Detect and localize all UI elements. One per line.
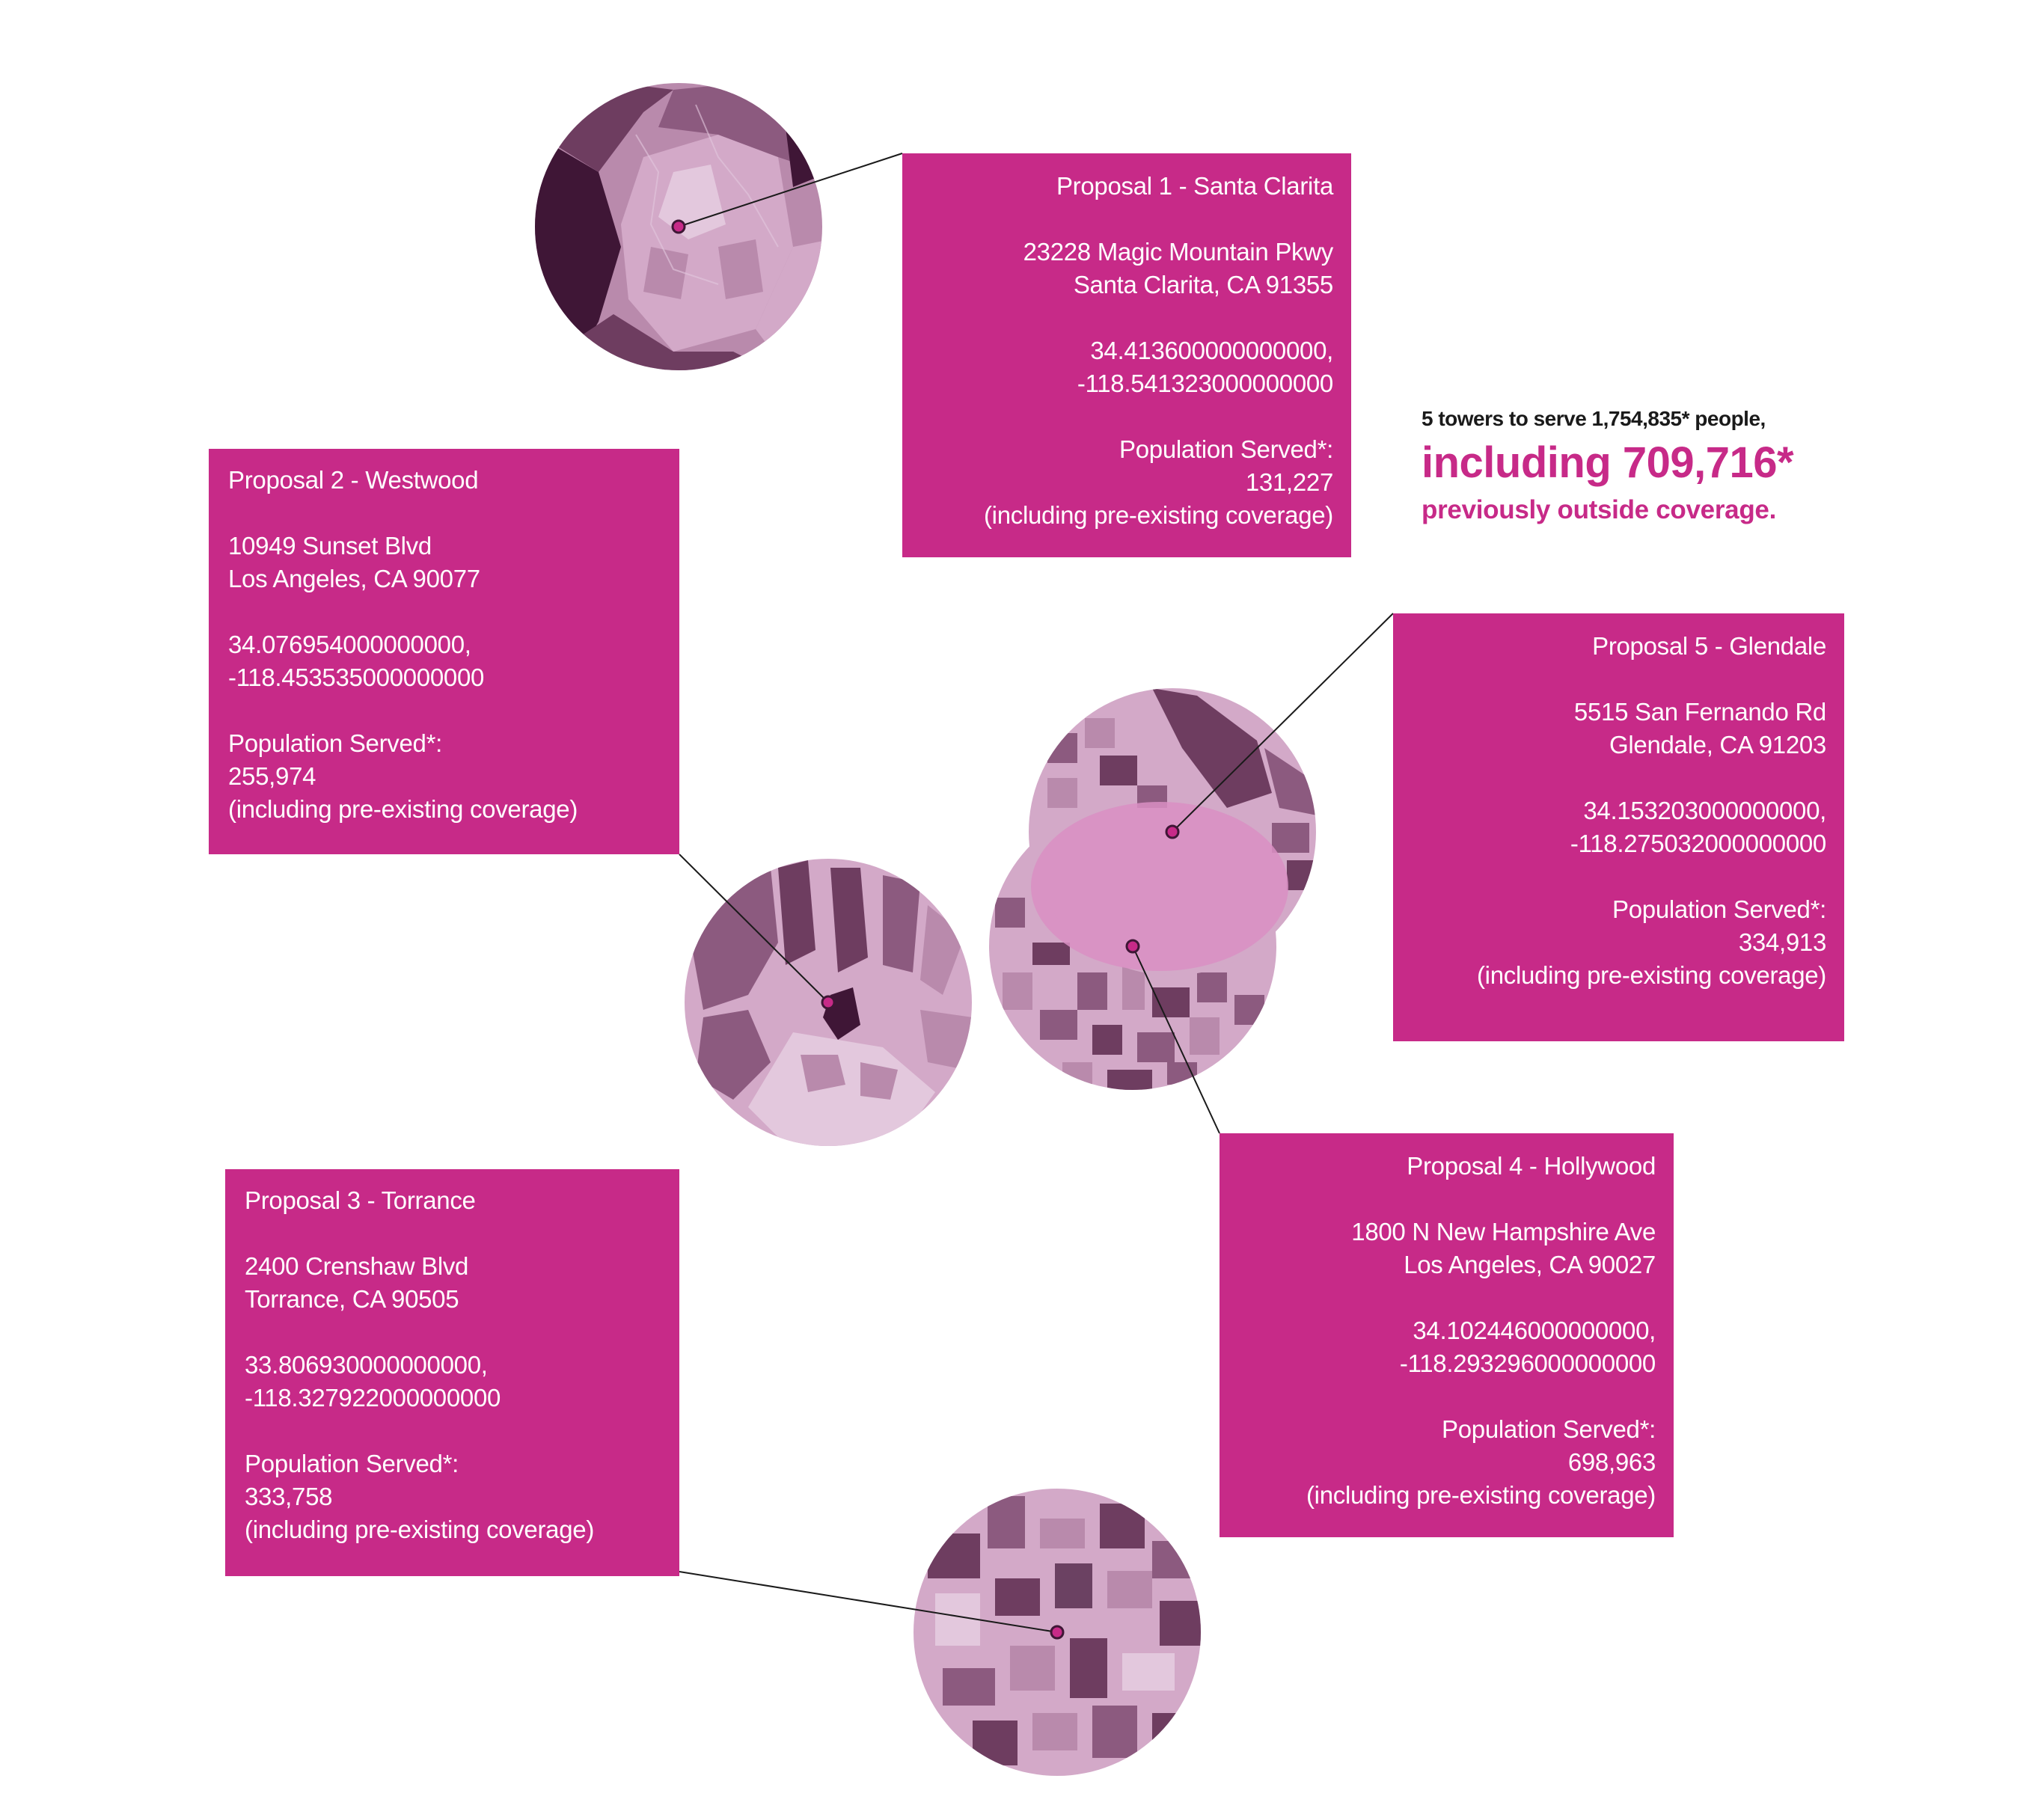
longitude: -118.327922000000000	[245, 1384, 501, 1412]
leader-line-5	[1172, 613, 1394, 833]
coverage-note: (including pre-existing coverage)	[245, 1516, 595, 1543]
longitude: -118.453535000000000	[228, 664, 485, 691]
population-value: 255,974	[228, 762, 316, 790]
population-label: Population Served*:	[1119, 435, 1333, 463]
population-value: 131,227	[1245, 468, 1333, 496]
address-line-1: 23228 Magic Mountain Pkwy	[1023, 238, 1334, 266]
population-value: 333,758	[245, 1483, 333, 1510]
coverage-note: (including pre-existing coverage)	[1476, 961, 1826, 989]
proposal-card-torrance: Proposal 3 - Torrance 2400 Crenshaw Blvd…	[225, 1169, 679, 1576]
tower-marker-hollywood[interactable]	[1125, 939, 1140, 954]
leader-line-2	[679, 854, 829, 1003]
population-label: Population Served*:	[1612, 895, 1826, 923]
tower-marker-torrance[interactable]	[1050, 1625, 1065, 1640]
leader-line-4	[1132, 946, 1220, 1134]
address-line-1: 5515 San Fernando Rd	[1573, 698, 1826, 726]
leader-line-1	[678, 153, 903, 227]
longitude: -118.293296000000000	[1399, 1349, 1656, 1377]
population-value: 334,913	[1738, 928, 1826, 956]
latitude: 34.413600000000000,	[1090, 337, 1333, 364]
address-line-1: 10949 Sunset Blvd	[228, 532, 432, 560]
tower-marker-glendale[interactable]	[1165, 824, 1180, 839]
population-label: Population Served*:	[245, 1450, 459, 1477]
proposal-card-westwood: Proposal 2 - Westwood 10949 Sunset Blvd …	[209, 449, 679, 854]
proposal-title: Proposal 2 - Westwood	[228, 466, 479, 494]
summary-headline: including 709,716*	[1422, 438, 1794, 487]
proposal-title: Proposal 1 - Santa Clarita	[1056, 172, 1333, 200]
proposal-title: Proposal 5 - Glendale	[1592, 632, 1826, 660]
latitude: 34.076954000000000,	[228, 631, 471, 658]
leader-line-3	[679, 1571, 1058, 1633]
latitude: 33.806930000000000,	[245, 1351, 488, 1379]
coverage-circle-torrance	[914, 1489, 1201, 1776]
population-label: Population Served*:	[1442, 1415, 1656, 1443]
address-line-2: Los Angeles, CA 90077	[228, 565, 480, 592]
coverage-summary: 5 towers to serve 1,754,835* people, inc…	[1422, 404, 1840, 528]
address-line-2: Santa Clarita, CA 91355	[1073, 271, 1333, 298]
address-line-2: Glendale, CA 91203	[1609, 731, 1826, 759]
address-line-2: Los Angeles, CA 90027	[1404, 1251, 1656, 1278]
longitude: -118.541323000000000	[1077, 370, 1333, 397]
population-label: Population Served*:	[228, 729, 442, 757]
latitude: 34.102446000000000,	[1413, 1317, 1656, 1344]
coverage-note: (including pre-existing coverage)	[1306, 1481, 1656, 1509]
coverage-overlap-highlight	[1031, 802, 1288, 971]
coverage-note: (including pre-existing coverage)	[983, 501, 1333, 529]
proposal-card-hollywood: Proposal 4 - Hollywood 1800 N New Hampsh…	[1220, 1133, 1674, 1537]
summary-towers-line: 5 towers to serve 1,754,835* people,	[1422, 407, 1766, 430]
summary-subline: previously outside coverage.	[1422, 495, 1776, 524]
proposal-title: Proposal 3 - Torrance	[245, 1186, 476, 1214]
population-value: 698,963	[1567, 1448, 1656, 1476]
tower-marker-westwood[interactable]	[821, 995, 836, 1010]
address-line-1: 1800 N New Hampshire Ave	[1351, 1218, 1656, 1245]
coverage-note: (including pre-existing coverage)	[228, 795, 578, 823]
proposal-card-santa-clarita: Proposal 1 - Santa Clarita 23228 Magic M…	[902, 153, 1351, 557]
latitude: 34.153203000000000,	[1583, 797, 1826, 824]
longitude: -118.275032000000000	[1570, 830, 1826, 857]
address-line-2: Torrance, CA 90505	[245, 1285, 459, 1313]
address-line-1: 2400 Crenshaw Blvd	[245, 1252, 469, 1280]
proposal-title: Proposal 4 - Hollywood	[1407, 1152, 1656, 1180]
proposal-card-glendale: Proposal 5 - Glendale 5515 San Fernando …	[1393, 613, 1844, 1041]
tower-marker-santa-clarita[interactable]	[671, 219, 686, 234]
